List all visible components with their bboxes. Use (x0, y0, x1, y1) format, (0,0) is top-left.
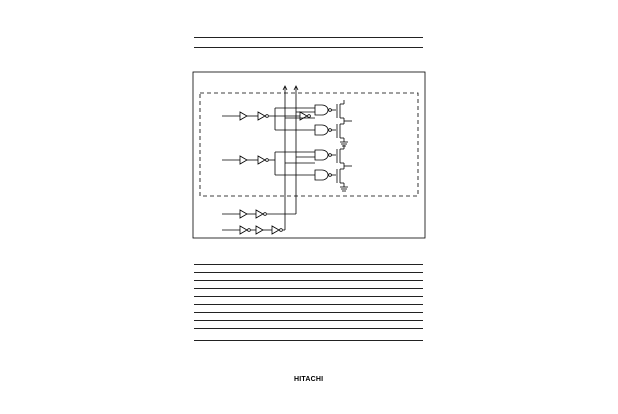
control-arrow-1 (282, 85, 288, 91)
footer-brand: HITACHI (294, 376, 324, 383)
buffer-b1 (239, 155, 248, 165)
figure-frame (192, 71, 426, 239)
buffer-a3 (299, 111, 308, 121)
gate-b-top (314, 149, 329, 161)
table-rule-4 (194, 288, 423, 289)
gate-a-bottom (314, 124, 329, 136)
gate-a-top (314, 104, 329, 116)
header-rule-2 (194, 47, 423, 48)
header-rule-1 (194, 37, 423, 38)
inverter-d3 (271, 225, 280, 235)
table-rule-1 (194, 264, 423, 265)
table-rule-6 (194, 304, 423, 305)
inverter-d1 (239, 225, 248, 235)
buffer-c1 (239, 209, 248, 219)
chip-boundary (199, 92, 419, 197)
gate-b-bottom (314, 169, 329, 181)
table-rule-10 (194, 340, 423, 341)
table-rule-2 (194, 272, 423, 273)
buffer-d2 (255, 225, 264, 235)
inverter-b2 (257, 155, 266, 165)
table-rule-3 (194, 280, 423, 281)
table-rule-9 (194, 328, 423, 329)
buffer-a1 (239, 111, 248, 121)
table-rule-7 (194, 312, 423, 313)
control-arrow-2 (293, 85, 299, 91)
inverter-a2 (257, 111, 266, 121)
table-rule-5 (194, 296, 423, 297)
table-rule-8 (194, 320, 423, 321)
inverter-c2 (255, 209, 264, 219)
